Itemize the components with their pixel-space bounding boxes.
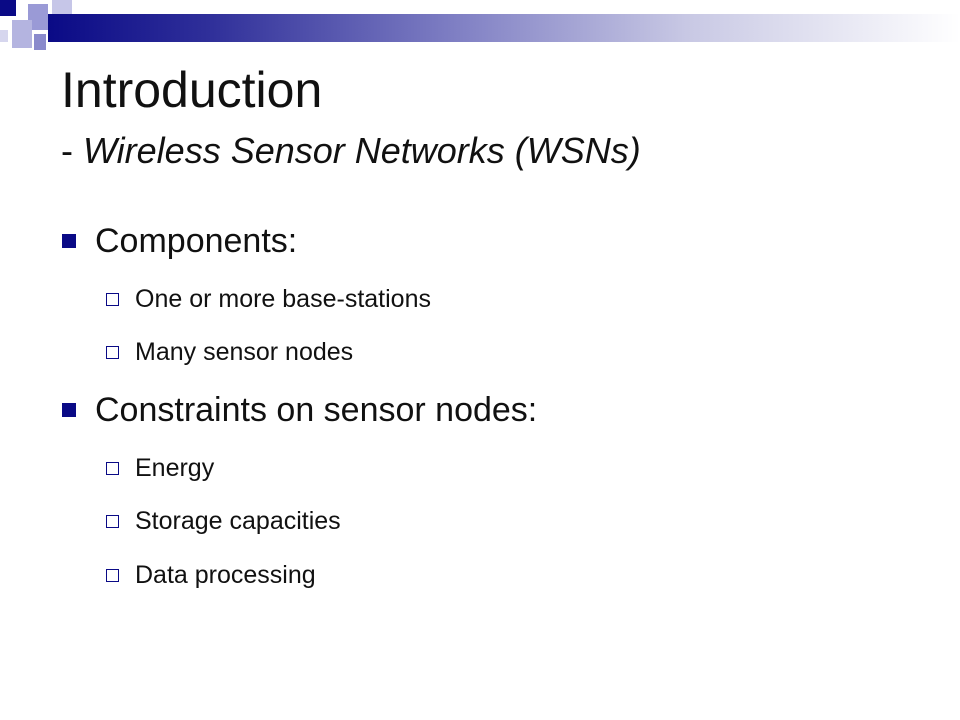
- decorative-square: [0, 30, 8, 42]
- sub-bullet-item: Storage capacities: [135, 507, 341, 535]
- decorative-square: [34, 34, 46, 50]
- header-gradient-bar: [48, 14, 960, 42]
- decorative-square: [28, 4, 48, 30]
- slide-subtitle: - Wireless Sensor Networks (WSNs): [61, 131, 641, 171]
- hollow-square-bullet-icon: [106, 462, 119, 475]
- sub-bullet-item: Energy: [135, 454, 215, 482]
- hollow-square-bullet-icon: [106, 569, 119, 582]
- hollow-square-bullet-icon: [106, 346, 119, 359]
- sub-bullet-item: Many sensor nodes: [135, 338, 354, 366]
- bullet-item: Components:: [95, 222, 298, 260]
- bullet-item: Constraints on sensor nodes:: [95, 391, 538, 429]
- decorative-square: [52, 0, 72, 16]
- sub-bullet-item: One or more base-stations: [135, 285, 431, 313]
- subtitle-text: Wireless Sensor Networks (WSNs): [83, 130, 641, 171]
- sub-bullet-item: Data processing: [135, 561, 316, 589]
- filled-square-bullet-icon: [62, 403, 76, 417]
- slide-title: Introduction: [61, 62, 323, 118]
- decorative-square: [0, 0, 16, 16]
- subtitle-prefix: -: [61, 130, 83, 171]
- decorative-square: [12, 20, 32, 48]
- filled-square-bullet-icon: [62, 234, 76, 248]
- hollow-square-bullet-icon: [106, 515, 119, 528]
- hollow-square-bullet-icon: [106, 293, 119, 306]
